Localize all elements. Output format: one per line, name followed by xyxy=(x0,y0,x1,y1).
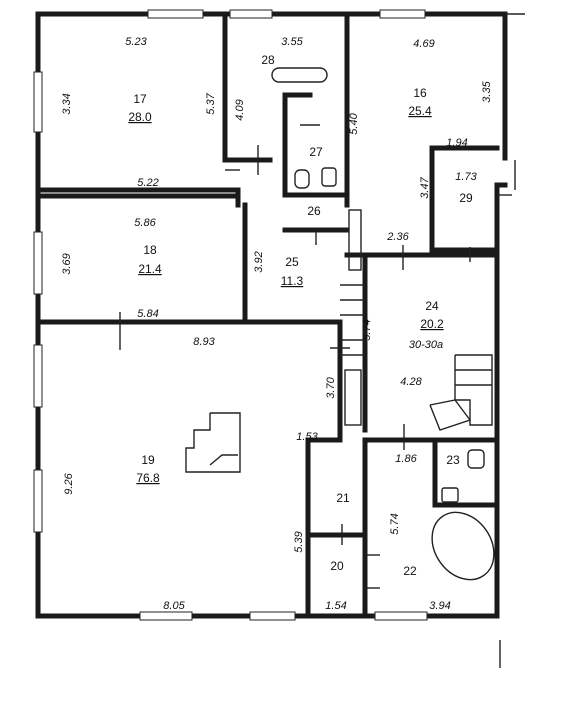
dim-5-84: 5.84 xyxy=(137,308,158,320)
dim-3-35: 3.35 xyxy=(481,80,493,102)
room-19-area: 76.8 xyxy=(136,471,160,485)
room-26-number: 26 xyxy=(307,204,321,218)
dim-3-92: 3.92 xyxy=(253,251,265,272)
dim-1-54: 1.54 xyxy=(325,600,346,612)
dim-3-34: 3.34 xyxy=(61,93,73,114)
room-28-number: 28 xyxy=(261,53,275,67)
room-16-number: 16 xyxy=(413,86,427,100)
room-21-number: 21 xyxy=(336,491,350,505)
dim-4-69: 4.69 xyxy=(413,38,434,50)
interior-walls xyxy=(35,11,500,619)
dim-9-26: 9.26 xyxy=(63,472,75,494)
room-17-area: 28.0 xyxy=(128,110,152,124)
room-17-number: 17 xyxy=(133,92,147,106)
dim-1-53: 1.53 xyxy=(296,431,318,443)
windows xyxy=(33,9,428,621)
room-24-number: 24 xyxy=(425,299,439,313)
dim-8-05: 8.05 xyxy=(163,600,185,612)
room-22-number: 22 xyxy=(403,564,417,578)
room-27-number: 27 xyxy=(309,145,323,159)
dimension-labels: 5.23 3.55 4.69 3.34 5.37 4.09 5.40 3.35 … xyxy=(61,36,493,612)
dim-3-55: 3.55 xyxy=(281,36,303,48)
dim-1-94: 1.94 xyxy=(446,137,467,149)
room-23-number: 23 xyxy=(446,453,460,467)
dim-3-47: 3.47 xyxy=(419,176,431,198)
dim-1-86: 1.86 xyxy=(395,453,417,465)
dim-3-94: 3.94 xyxy=(429,600,450,612)
room-16-area: 25.4 xyxy=(408,104,432,118)
room-20-number: 20 xyxy=(330,559,344,573)
room-25-number: 25 xyxy=(285,255,299,269)
dim-4-28: 4.28 xyxy=(400,376,422,388)
dim-3-70: 3.70 xyxy=(325,376,337,398)
outer-walls xyxy=(35,11,525,668)
dim-5-22: 5.22 xyxy=(137,177,158,189)
room-18-number: 18 xyxy=(143,243,157,257)
room-24-area: 20.2 xyxy=(420,317,444,331)
dim-5-74-stair: 5.74 xyxy=(361,319,373,340)
dim-1-73: 1.73 xyxy=(455,171,477,183)
dim-5-23: 5.23 xyxy=(125,36,147,48)
dim-5-86: 5.86 xyxy=(134,217,156,229)
room-labels: 17 28.0 28 16 25.4 27 29 26 18 21.4 25 1… xyxy=(128,53,473,578)
room-19-number: 19 xyxy=(141,453,155,467)
dim-2-36: 2.36 xyxy=(386,231,409,243)
dim-5-37: 5.37 xyxy=(205,92,217,114)
room-18-area: 21.4 xyxy=(138,262,162,276)
room-29-number: 29 xyxy=(459,191,473,205)
dim-5-39: 5.39 xyxy=(293,531,305,552)
room-24-stair-note: 30-30a xyxy=(409,339,443,351)
room-25-area: 11.3 xyxy=(281,274,304,288)
dim-5-40: 5.40 xyxy=(348,112,360,134)
dim-4-09: 4.09 xyxy=(234,99,246,120)
dim-8-93: 8.93 xyxy=(193,336,215,348)
dim-5-74-bath: 5.74 xyxy=(389,513,401,534)
dim-3-69: 3.69 xyxy=(61,253,73,274)
fixtures xyxy=(119,67,512,589)
